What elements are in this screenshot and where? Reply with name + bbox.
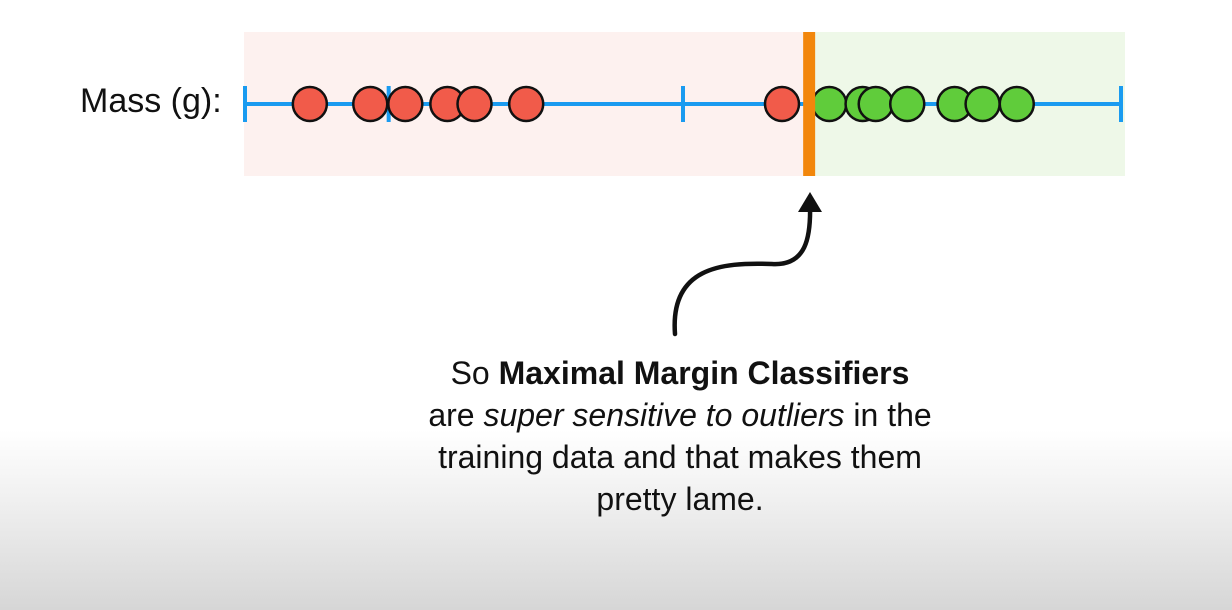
arrow-head — [798, 192, 822, 212]
caption-line-3: training data and that makes them — [438, 439, 922, 475]
red-data-point — [456, 85, 493, 123]
green-points — [811, 85, 1036, 123]
caption-line-4: pretty lame. — [596, 481, 764, 517]
green-data-point — [857, 85, 894, 123]
caption-line-2: are super sensitive to outliers in the — [330, 394, 1030, 436]
green-data-point — [811, 85, 848, 123]
caption-text: So — [450, 355, 499, 391]
caption-italic-phrase: super sensitive to outliers — [483, 397, 845, 433]
red-data-point — [763, 85, 801, 123]
caption: So Maximal Margin Classifiers are super … — [330, 352, 1030, 520]
red-points — [291, 85, 801, 123]
red-data-point — [291, 85, 329, 123]
green-data-point — [998, 85, 1036, 123]
red-data-point — [507, 85, 545, 123]
threshold-line — [803, 32, 816, 176]
axis-label: Mass (g): — [80, 82, 222, 120]
caption-bold-term: Maximal Margin Classifiers — [498, 355, 910, 391]
caption-line-1: So Maximal Margin Classifiers — [330, 352, 1030, 394]
red-data-point — [387, 85, 424, 123]
green-data-point — [889, 85, 926, 123]
caption-text: are — [428, 397, 484, 433]
arrow-shaft — [672, 201, 813, 337]
caption-text: in the — [844, 397, 932, 433]
red-data-point — [352, 85, 389, 123]
green-data-point — [964, 85, 1001, 123]
